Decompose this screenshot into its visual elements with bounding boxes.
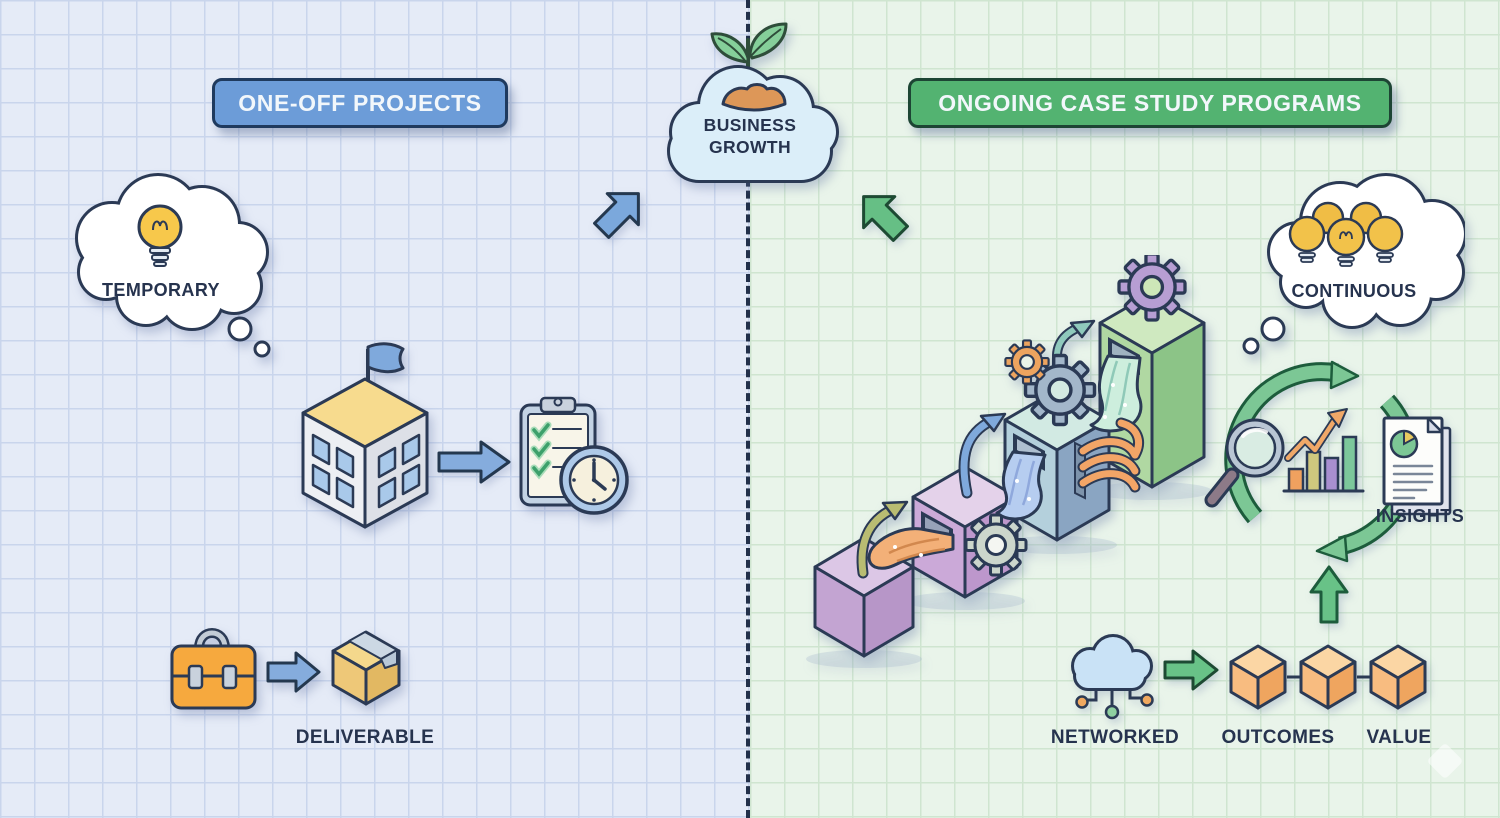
insights-label: INSIGHTS — [1375, 506, 1465, 526]
checklist-clock-group — [519, 396, 629, 515]
deliverable-label: DELIVERABLE — [295, 727, 435, 748]
step-block-1 — [813, 536, 915, 658]
thought-cloud-icon — [75, 173, 271, 358]
building-icon — [301, 342, 429, 529]
toolbox-icon — [170, 628, 257, 710]
step-machines-illustration — [806, 255, 1212, 668]
divider-dashed-line — [746, 0, 750, 818]
magnifier-icon — [1204, 418, 1285, 508]
waterfall-orange — [867, 527, 955, 570]
business-growth-cloud — [667, 22, 839, 183]
arrow-up-left-icon — [862, 195, 909, 242]
network-cloud-icon — [1071, 634, 1154, 720]
arrow-right-icon — [266, 651, 321, 693]
cube-icon — [1229, 644, 1287, 710]
trend-arrow-icon — [1284, 408, 1348, 462]
temporary-label: TEMPORARY — [102, 280, 220, 300]
cube-icon — [1299, 644, 1357, 710]
cube-icon — [1369, 644, 1427, 710]
pie-chart-icon — [1389, 429, 1419, 459]
waterfall-blue — [995, 450, 1047, 521]
gear-icon — [1004, 339, 1050, 385]
waterfall-green — [1089, 354, 1143, 433]
soil-mound-icon — [721, 83, 787, 112]
arrow-right-icon — [437, 440, 511, 484]
curved-arrow-blue — [958, 412, 1007, 499]
coil-icon — [1074, 417, 1144, 500]
clock-icon — [559, 445, 629, 515]
arrow-up-right-icon — [593, 192, 640, 239]
outcome-cubes-group — [1229, 644, 1427, 710]
thought-cloud-icon — [1242, 173, 1465, 355]
deliverable-flow — [170, 628, 401, 710]
right-header: ONGOING CASE STUDY PROGRAMS — [908, 78, 1392, 128]
lightbulb-cluster-icon — [1288, 201, 1404, 267]
arrow-right-icon — [1163, 649, 1219, 691]
lightbulb-icon — [137, 204, 183, 267]
bar-chart-icon — [1282, 435, 1365, 493]
arrow-up-icon — [1309, 565, 1349, 624]
flag-icon — [366, 342, 405, 374]
gear-icon — [1117, 255, 1187, 322]
outcomes-label: OUTCOMES — [1221, 727, 1335, 748]
package-icon — [331, 630, 401, 706]
report-document-icon — [1382, 416, 1452, 516]
gear-icon — [964, 513, 1028, 577]
business-growth-label: BUSINESS GROWTH — [703, 115, 797, 158]
continuous-thought-cloud — [1242, 173, 1465, 355]
networked-label: NETWORKED — [1050, 727, 1180, 748]
left-header: ONE-OFF PROJECTS — [212, 78, 508, 128]
building-windows — [311, 433, 421, 509]
curved-arrow-olive — [856, 500, 909, 579]
insight-cycle-group — [1204, 360, 1452, 624]
continuous-label: CONTINUOUS — [1291, 281, 1417, 301]
temporary-thought-cloud — [75, 173, 271, 358]
value-label: VALUE — [1366, 727, 1432, 748]
ground-shadows — [806, 482, 1212, 668]
